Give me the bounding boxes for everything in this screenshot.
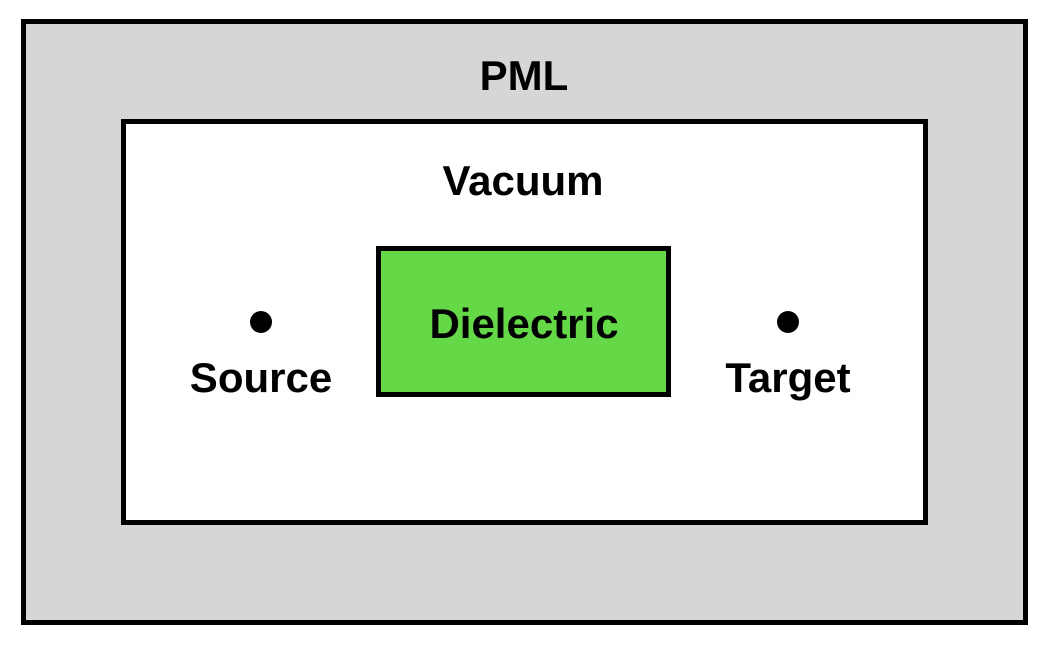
target-label: Target: [725, 354, 851, 401]
dielectric-region: [376, 246, 671, 397]
vacuum-label: Vacuum: [442, 157, 604, 204]
source-label: Source: [189, 354, 333, 401]
target-point: [777, 311, 799, 333]
dielectric-label: Dielectric: [429, 300, 619, 347]
source-point: [250, 311, 272, 333]
pml-label: PML: [479, 52, 569, 99]
